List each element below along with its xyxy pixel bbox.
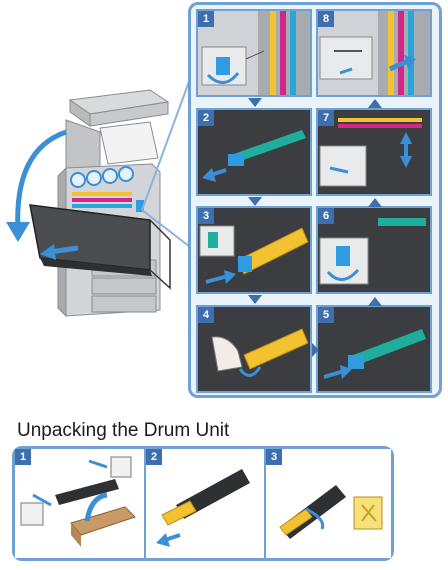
step-number: 2 (146, 449, 162, 465)
arrow-right (312, 343, 319, 357)
step-number: 6 (318, 208, 334, 224)
procedure-step-7: 7 (316, 108, 432, 196)
step-number: 5 (318, 307, 334, 323)
procedure-step-6: 6 (316, 206, 432, 294)
unpacking-step-1: 1 (15, 449, 146, 558)
procedure-step-1: 1 (196, 9, 312, 97)
step-number: 1 (15, 449, 31, 465)
arrow-up (368, 198, 382, 207)
procedure-step-5: 5 (316, 305, 432, 393)
procedure-step-8: 8 (316, 9, 432, 97)
step-number: 3 (266, 449, 282, 465)
step-number: 1 (198, 11, 214, 27)
arrow-up (368, 99, 382, 108)
arrow-down (248, 295, 262, 304)
procedure-step-3: 3 (196, 206, 312, 294)
section-heading: Unpacking the Drum Unit (17, 420, 230, 441)
unpacking-step-2: 2 (146, 449, 266, 558)
step-number: 2 (198, 110, 214, 126)
callout-lines (141, 67, 195, 251)
step-number: 3 (198, 208, 214, 224)
step-number: 8 (318, 11, 334, 27)
arrow-down (248, 98, 262, 107)
step-number: 7 (318, 110, 334, 126)
arrow-up (368, 297, 382, 306)
printer-illustration (0, 80, 178, 380)
arrow-down (248, 197, 262, 206)
step-number: 4 (198, 307, 214, 323)
unpacking-step-3: 3 (266, 449, 391, 558)
procedure-step-2: 2 (196, 108, 312, 196)
procedure-step-4: 4 (196, 305, 312, 393)
